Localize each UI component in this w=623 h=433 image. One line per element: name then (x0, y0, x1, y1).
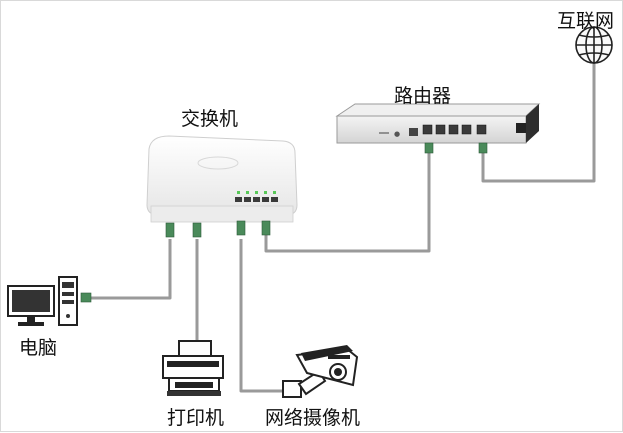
computer-label: 电脑 (19, 337, 58, 359)
cable-router-switch (264, 153, 431, 253)
internet-label: 互联网 (557, 10, 615, 32)
switch-device (146, 135, 298, 238)
router-device: ● (335, 103, 541, 154)
cable-switch-computer (91, 239, 172, 300)
cctv-camera-icon (282, 345, 359, 398)
svg-text:●: ● (394, 130, 400, 138)
cables (91, 63, 596, 393)
cable-internet-router (481, 63, 596, 183)
desktop-computer-icon (7, 276, 92, 326)
printer-icon (162, 340, 224, 396)
camera-label: 网络摄像机 (265, 407, 361, 429)
router-label: 路由器 (394, 85, 452, 107)
globe-icon (575, 26, 613, 64)
cable-switch-camera (239, 239, 283, 393)
printer-label: 打印机 (167, 407, 225, 429)
switch-label: 交换机 (181, 108, 239, 130)
